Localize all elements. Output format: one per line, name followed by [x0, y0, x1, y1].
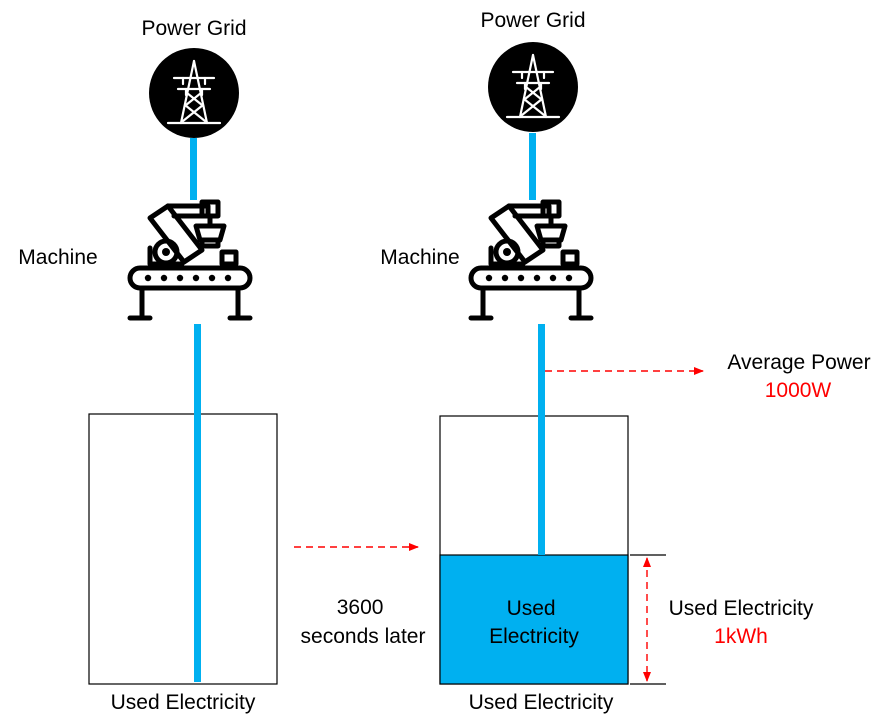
- transmission-tower-icon: [486, 40, 580, 134]
- used-electricity-label: Used Electricity: [669, 597, 814, 620]
- right-machine-label: Machine: [380, 246, 459, 269]
- right-machine-wire: [538, 324, 545, 555]
- robotic-arm-conveyor-icon: [471, 202, 591, 318]
- right-power-grid-label: Power Grid: [480, 9, 585, 32]
- left-machine-label: Machine: [18, 246, 97, 269]
- right-container-label: Used Electricity: [469, 691, 614, 714]
- left-container: [88, 413, 278, 685]
- used-electricity-value: 1kWh: [714, 625, 768, 648]
- average-power-value: 1000W: [765, 379, 832, 402]
- left-container-label: Used Electricity: [111, 691, 256, 714]
- left-scene: Power Grid Machine Used Electricity: [18, 17, 278, 714]
- right-grid-wire: [529, 133, 536, 200]
- used-electricity-fill: [439, 554, 629, 685]
- robotic-arm-conveyor-icon: [130, 202, 250, 318]
- left-machine-wire: [194, 324, 201, 682]
- average-power-label: Average Power: [727, 351, 870, 374]
- time-elapsed-label: 3600 seconds later: [301, 596, 426, 648]
- transition: 3600 seconds later: [294, 543, 426, 648]
- right-scene: Power Grid Machine Used Electricity Used…: [380, 9, 870, 714]
- left-grid-wire: [190, 138, 197, 200]
- left-power-grid-label: Power Grid: [141, 17, 246, 40]
- fill-label: Used Electricity: [489, 597, 579, 648]
- transmission-tower-icon: [147, 46, 241, 140]
